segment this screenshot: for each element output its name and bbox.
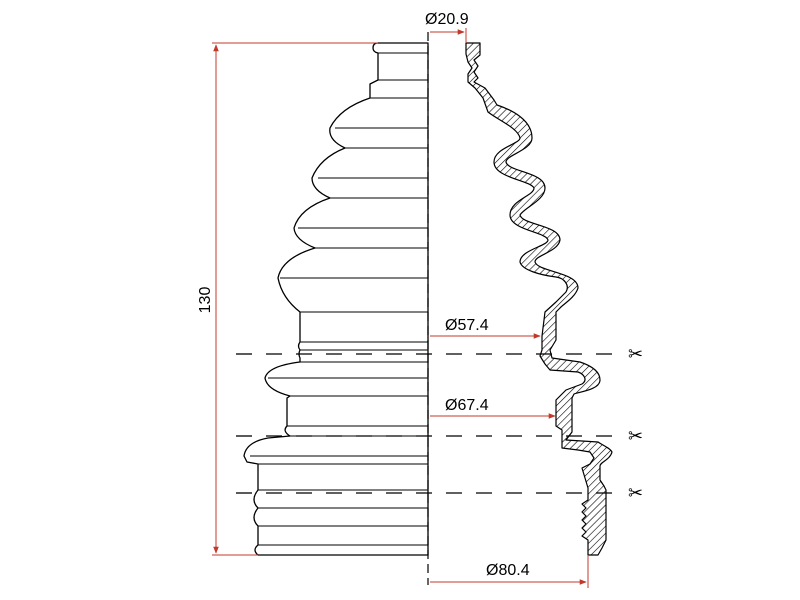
scissors-icon: ✂ xyxy=(628,426,643,447)
cut-lines: ✂ ✂ ✂ xyxy=(236,344,643,504)
boot-cross-section xyxy=(465,42,613,556)
boot-wall-section xyxy=(465,42,613,556)
boot-left-outline xyxy=(243,42,429,556)
mid-diameter-label: Ø57.4 xyxy=(445,317,489,334)
scissors-icon: ✂ xyxy=(628,483,643,504)
height-label: 130 xyxy=(197,287,214,314)
dimensions: 130 Ø20.9 Ø57.4 Ø67.4 Ø80.4 xyxy=(197,11,589,588)
bottom-diameter-label: Ø80.4 xyxy=(486,562,530,579)
scissors-icon: ✂ xyxy=(628,344,643,365)
lower-diameter-label: Ø67.4 xyxy=(445,397,489,414)
top-diameter-label: Ø20.9 xyxy=(425,11,469,28)
boot-exterior-view xyxy=(243,42,429,556)
